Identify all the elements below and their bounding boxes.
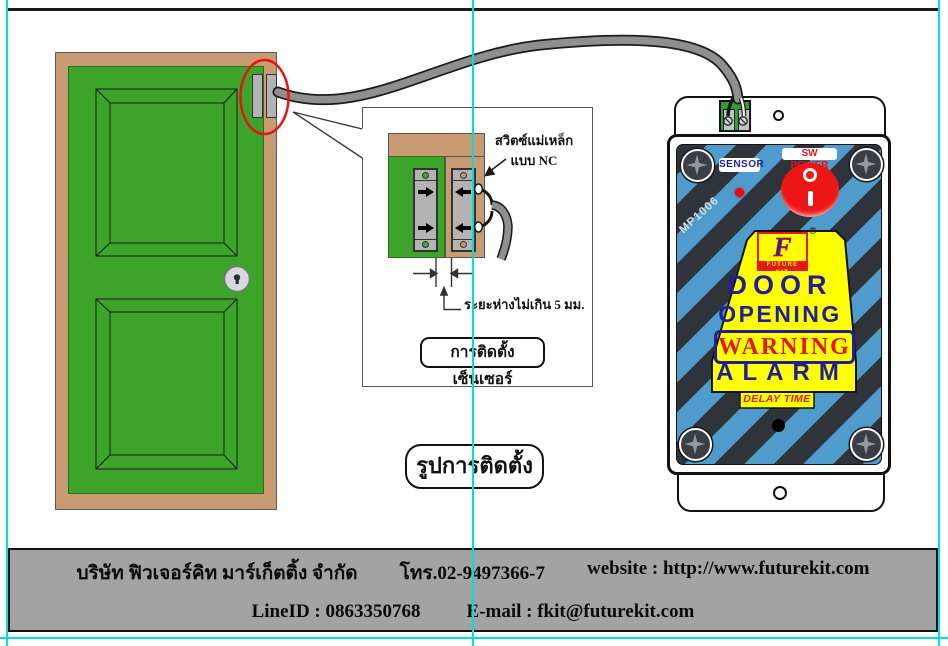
screw-icon bbox=[680, 148, 714, 182]
arrow-left-icon bbox=[455, 223, 472, 233]
gap-note: ระยะห่างไม่เกิน 5 มม. bbox=[464, 297, 585, 312]
logo-letter: F bbox=[773, 232, 792, 262]
footer-line-2: LineID : 0863350768 E-mail : fkit@future… bbox=[10, 601, 936, 623]
badge-line-warning: WARNING bbox=[714, 330, 855, 364]
callout-lines bbox=[292, 111, 365, 159]
arrow-right-icon bbox=[417, 223, 434, 233]
guide-line-center bbox=[472, 0, 474, 646]
terminal-block bbox=[719, 100, 751, 132]
arrow-left-icon bbox=[455, 187, 472, 197]
divider bbox=[453, 180, 474, 181]
mount-hole bbox=[773, 110, 784, 121]
screw-icon bbox=[849, 147, 883, 181]
email-text: E-mail : fkit@futurekit.com bbox=[466, 600, 695, 622]
led-indicator bbox=[734, 187, 744, 197]
terminal-screw bbox=[723, 109, 735, 131]
power-on-symbol bbox=[807, 191, 813, 206]
screw-icon bbox=[849, 427, 883, 461]
door-sensor-magnet bbox=[252, 74, 263, 118]
power-off-symbol bbox=[803, 168, 817, 182]
figure-caption: รูปการติดตั้ง bbox=[405, 444, 544, 489]
door bbox=[68, 66, 264, 494]
company-name: บริษัท ฟิวเจอร์คิท มาร์เก็ตติ้ง จำกัด bbox=[76, 562, 358, 584]
sensor-label: SENSOR bbox=[719, 158, 765, 172]
badge-line-delay-time: DELAY TIME bbox=[743, 393, 811, 405]
line-id: LineID : 0863350768 bbox=[251, 600, 421, 622]
detail-switch-module bbox=[451, 168, 476, 252]
guide-line-bottom bbox=[0, 637, 948, 639]
screw-icon bbox=[678, 427, 712, 461]
website-text: website : http://www.futurekit.com bbox=[587, 557, 870, 579]
badge-line-opening: OPENING bbox=[718, 301, 842, 327]
magnetic-switch-note: สวิตซ์แม่เหล็ก แบบ NC bbox=[488, 131, 580, 170]
registered-mark: ® bbox=[809, 226, 817, 237]
detail-frame-top bbox=[388, 133, 485, 158]
mount-hole bbox=[773, 486, 787, 500]
sensor-cable bbox=[272, 34, 744, 106]
power-switch bbox=[781, 163, 839, 217]
footer-line-1: บริษัท ฟิวเจอร์คิท มาร์เก็ตติ้ง จำกัด โท… bbox=[10, 558, 936, 588]
detail-caption: การติดตั้งเซ็นเซอร์ bbox=[420, 337, 545, 388]
guide-line-right bbox=[938, 0, 940, 646]
arrow-right-icon bbox=[417, 187, 434, 197]
divider bbox=[453, 239, 474, 240]
divider bbox=[415, 239, 436, 240]
screw-dot-icon bbox=[422, 172, 429, 179]
badge-line-door: DOOR bbox=[727, 270, 833, 300]
badge-line-alarm: ALARM bbox=[716, 359, 848, 386]
guide-line-left bbox=[6, 0, 8, 646]
screw-dot-icon bbox=[460, 241, 467, 248]
screw-dot-icon bbox=[422, 241, 429, 248]
frame-sensor-switch bbox=[266, 74, 277, 118]
logo-brand: FUTURE KIT bbox=[759, 261, 806, 276]
magnetic-switch-type: แบบ NC bbox=[510, 152, 558, 168]
buzzer-hole bbox=[771, 419, 785, 432]
screw-dot-icon bbox=[460, 172, 467, 179]
terminal-screw bbox=[738, 109, 750, 131]
magnetic-switch-label: สวิตซ์แม่เหล็ก bbox=[494, 133, 574, 148]
warning-badge-shape bbox=[711, 230, 857, 409]
futurekit-logo: F FUTURE KIT bbox=[757, 232, 808, 276]
divider bbox=[415, 180, 436, 181]
detail-magnet-module bbox=[413, 168, 438, 252]
sw-power-label: SW POWER bbox=[782, 148, 837, 171]
